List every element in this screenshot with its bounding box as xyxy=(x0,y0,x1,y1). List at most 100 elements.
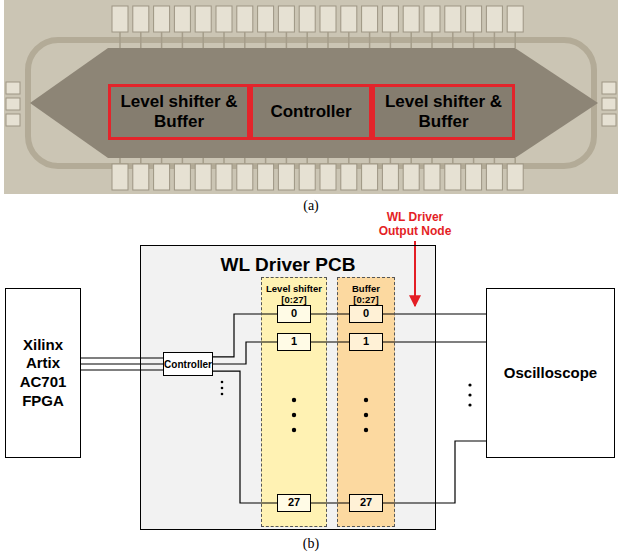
bond-pad xyxy=(507,6,523,32)
dot xyxy=(292,398,296,402)
channel-box: 1 xyxy=(349,333,383,351)
node-text: 0 xyxy=(363,307,369,320)
trace xyxy=(244,32,246,48)
trace xyxy=(202,158,204,164)
trace xyxy=(494,158,496,164)
trace xyxy=(452,158,454,164)
channel-box: 27 xyxy=(349,494,383,512)
channel-box: 27 xyxy=(277,494,311,512)
trace xyxy=(119,32,121,48)
trace xyxy=(348,32,350,48)
buffer-band: Buffer [0:27]0 1 27 xyxy=(337,277,395,527)
container-fill xyxy=(140,245,436,530)
bond-pad xyxy=(237,164,253,190)
trace xyxy=(286,158,288,164)
trace xyxy=(265,32,267,48)
bond-pad xyxy=(362,164,378,190)
bond-pad xyxy=(299,6,315,32)
block-outline: Level shifter & Buffer xyxy=(372,84,515,140)
core-area xyxy=(30,48,598,158)
trace xyxy=(244,158,246,164)
bond-pad xyxy=(602,98,616,110)
trace xyxy=(369,32,371,48)
bond-pad xyxy=(403,6,419,32)
node-text: Oscilloscope xyxy=(504,364,597,383)
bond-pad xyxy=(154,6,170,32)
dot xyxy=(364,413,368,417)
bond-pads xyxy=(6,6,616,190)
trace xyxy=(369,158,371,164)
dot xyxy=(364,428,368,432)
connector-line xyxy=(383,341,486,342)
figure-caption: (b) xyxy=(286,536,336,552)
trace xyxy=(473,32,475,48)
trace xyxy=(306,158,308,164)
dot xyxy=(292,413,296,417)
bond-pad xyxy=(382,164,398,190)
bond-pad xyxy=(195,164,211,190)
bond-pad xyxy=(341,164,357,190)
bond-pad xyxy=(602,114,616,126)
trace xyxy=(286,32,288,48)
bond-pad xyxy=(112,164,128,190)
bond-pad xyxy=(424,6,440,32)
dot xyxy=(468,393,471,396)
bond-pad xyxy=(486,6,502,32)
connector-line xyxy=(213,371,277,503)
bond-pad xyxy=(258,6,274,32)
connector-line xyxy=(213,342,277,364)
bond-pad xyxy=(216,164,232,190)
bond-pad xyxy=(258,164,274,190)
trace xyxy=(140,32,142,48)
bond-pad xyxy=(362,6,378,32)
trace xyxy=(306,32,308,48)
trace xyxy=(161,32,163,48)
trace xyxy=(119,158,121,164)
bond-pad xyxy=(466,164,482,190)
bond-pad xyxy=(320,6,336,32)
connector-line xyxy=(81,369,163,370)
dot xyxy=(221,387,224,390)
bond-pad xyxy=(602,82,616,94)
node-text: 0 xyxy=(291,307,297,320)
connector-line xyxy=(311,313,349,314)
bond-pad xyxy=(403,164,419,190)
channel-box: 0 xyxy=(349,305,383,323)
figure-caption: (a) xyxy=(286,198,336,214)
bond-pad xyxy=(299,164,315,190)
bond-pad xyxy=(278,6,294,32)
trace xyxy=(514,32,516,48)
bond-pad xyxy=(174,6,190,32)
trace xyxy=(182,158,184,164)
dot xyxy=(221,393,224,396)
node-text: 27 xyxy=(360,496,372,509)
trace xyxy=(223,158,225,164)
trace xyxy=(327,158,329,164)
callout-label: WL Driver Output Node xyxy=(372,210,458,238)
trace xyxy=(202,32,204,48)
node-text: Level shifter & Buffer xyxy=(115,92,243,131)
bond-pad xyxy=(466,6,482,32)
node-text: Controller xyxy=(164,359,212,370)
bond-pad xyxy=(174,164,190,190)
channel-box: 1 xyxy=(277,333,311,351)
bond-pad xyxy=(486,164,502,190)
dot xyxy=(364,398,368,402)
bond-pad xyxy=(382,6,398,32)
trace xyxy=(494,32,496,48)
node-text: Level shifter [0:27] xyxy=(265,283,323,306)
bond-pad xyxy=(445,164,461,190)
block-outline: Controller xyxy=(250,84,372,140)
trace xyxy=(452,32,454,48)
bond-pad xyxy=(320,164,336,190)
bond-pad xyxy=(6,82,20,94)
bond-pad xyxy=(154,164,170,190)
bond-pad xyxy=(133,164,149,190)
bond-pad xyxy=(6,114,20,126)
channel-box: 0 xyxy=(277,305,311,323)
node-text: Xilinx Artix AC701 FPGA xyxy=(10,336,76,411)
oscilloscope-box: Oscilloscope xyxy=(486,288,615,458)
dot xyxy=(292,428,296,432)
connector-line xyxy=(383,313,486,314)
node-text: Buffer [0:27] xyxy=(341,283,391,306)
